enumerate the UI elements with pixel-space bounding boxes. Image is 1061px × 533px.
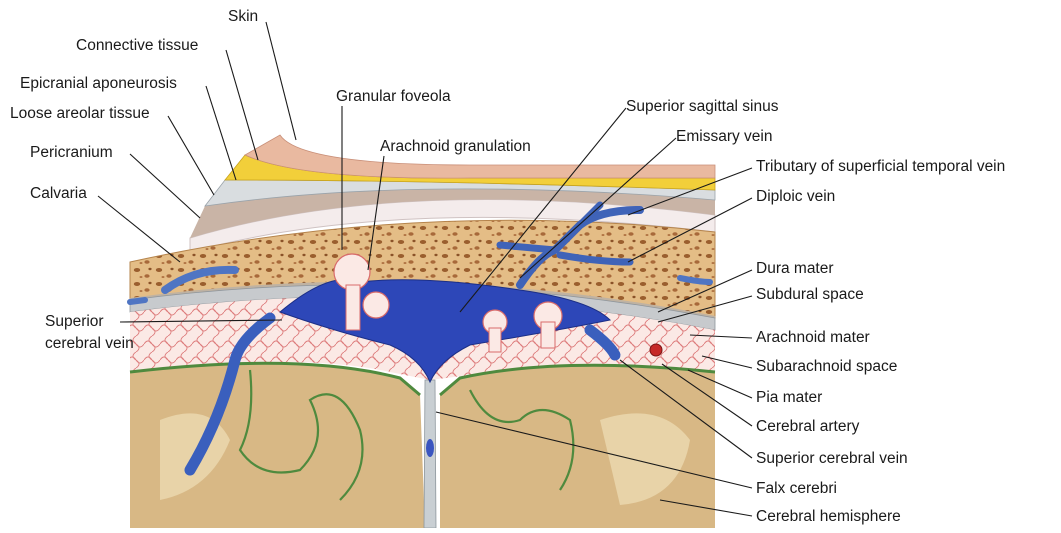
label-subdural-space: Subdural space xyxy=(756,286,864,304)
label-superior-cerebral-vein-left: Superior cerebral vein xyxy=(45,311,135,355)
label-pia-mater: Pia mater xyxy=(756,389,822,407)
label-diploic-vein: Diploic vein xyxy=(756,188,835,206)
label-emissary-vein: Emissary vein xyxy=(676,128,772,146)
label-epicranial-aponeurosis: Epicranial aponeurosis xyxy=(20,75,177,93)
label-skin: Skin xyxy=(228,8,258,26)
label-pericranium: Pericranium xyxy=(30,144,113,162)
label-superior-cerebral-vein-right: Superior cerebral vein xyxy=(756,450,908,468)
label-calvaria: Calvaria xyxy=(30,185,87,203)
label-tributary-superficial-temporal-vein: Tributary of superficial temporal vein xyxy=(756,158,1005,176)
label-connective-tissue: Connective tissue xyxy=(76,37,198,55)
label-granular-foveola: Granular foveola xyxy=(336,88,451,106)
label-arachnoid-granulation: Arachnoid granulation xyxy=(380,138,531,156)
label-dura-mater: Dura mater xyxy=(756,260,834,278)
label-subarachnoid-space: Subarachnoid space xyxy=(756,358,897,376)
inferior-sinus xyxy=(426,439,434,457)
label-arachnoid-mater: Arachnoid mater xyxy=(756,329,870,347)
diploic-vein-far-left xyxy=(130,300,145,302)
cerebral-artery xyxy=(650,344,662,356)
label-falx-cerebri: Falx cerebri xyxy=(756,480,837,498)
label-cerebral-artery: Cerebral artery xyxy=(756,418,859,436)
label-loose-areolar-tissue: Loose areolar tissue xyxy=(10,105,150,123)
label-superior-sagittal-sinus: Superior sagittal sinus xyxy=(626,98,779,116)
label-cerebral-hemisphere: Cerebral hemisphere xyxy=(756,508,901,526)
